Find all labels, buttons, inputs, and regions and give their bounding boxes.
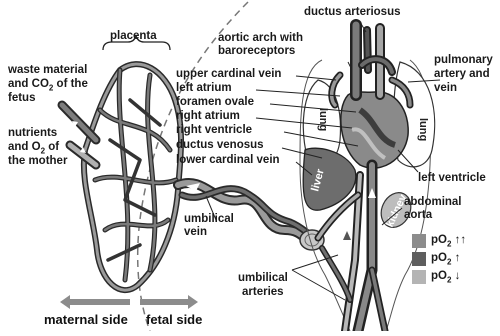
- vein-flow-arrow: [343, 231, 351, 240]
- ductus-venosus-label: ductus venosus: [176, 139, 264, 152]
- upper-cardinal-vein-label: upper cardinal vein: [176, 68, 281, 81]
- lung-right-label: lung: [417, 118, 429, 141]
- lower-cardinal-vein-label: lower cardinal vein: [176, 154, 280, 167]
- legend-label: pO2 ↑↑: [431, 234, 466, 248]
- pulmonary-label-line1: pulmonary: [434, 54, 493, 67]
- legend-swatch: [412, 270, 426, 284]
- umbilical-arteries-label-line2: arteries: [242, 286, 284, 299]
- legend-item-high: pO2 ↑↑: [412, 233, 466, 249]
- legend-label: pO2 ↓: [431, 270, 460, 284]
- foramen-ovale-label: foramen ovale: [176, 96, 254, 109]
- pulmonary-label-line3: vein: [434, 82, 457, 95]
- waste-material-label-line1: waste material: [8, 64, 87, 77]
- legend-item-low: pO2 ↓: [412, 269, 460, 285]
- legend-swatch: [412, 252, 426, 266]
- maternal-side-arrow: [60, 295, 130, 309]
- umbilical-arteries-label-line1: umbilical: [238, 272, 288, 285]
- legend-label: pO2 ↑: [431, 252, 460, 266]
- right-ventricle-label: right ventricle: [176, 124, 252, 137]
- left-ventricle-label: left ventricle: [418, 172, 486, 185]
- pulmonary-label-line2: artery and: [434, 68, 490, 81]
- aortic-arch-label-line2: baroreceptors: [218, 45, 295, 58]
- nutrients-o-text: and O: [8, 141, 41, 153]
- legend-item-medium: pO2 ↑: [412, 251, 460, 267]
- ductus-arteriosus-label: ductus arteriosus: [304, 6, 401, 19]
- abdominal-aorta-label-line2: aorta: [404, 209, 432, 222]
- placenta-label: placenta: [110, 30, 157, 43]
- placenta-vessels: [62, 64, 181, 290]
- legend-swatch: [412, 234, 426, 248]
- aortic-arch-label-line1: aortic arch with: [218, 32, 303, 45]
- waste-of-the-text: of the: [53, 78, 88, 90]
- nutrients-label-line1: nutrients: [8, 127, 57, 140]
- lung-left-label: lung: [317, 108, 329, 131]
- waste-material-label-line3: fetus: [8, 92, 35, 105]
- maternal-side-label: maternal side: [44, 312, 128, 327]
- umbilical-vein-label-line2: vein: [184, 226, 207, 239]
- right-atrium-label: right atrium: [176, 110, 240, 123]
- left-atrium-label: left atrium: [176, 82, 232, 95]
- abdominal-aorta-label-line1: abdominal: [404, 196, 462, 209]
- umbilical-vein-label-line1: umbilical: [184, 213, 234, 226]
- fetal-side-arrow: [140, 295, 198, 309]
- nutrients-of-text: of: [45, 141, 59, 153]
- nutrients-label-line3: the mother: [8, 155, 67, 168]
- fetal-side-label: fetal side: [146, 312, 202, 327]
- waste-co-text: and CO: [8, 78, 49, 90]
